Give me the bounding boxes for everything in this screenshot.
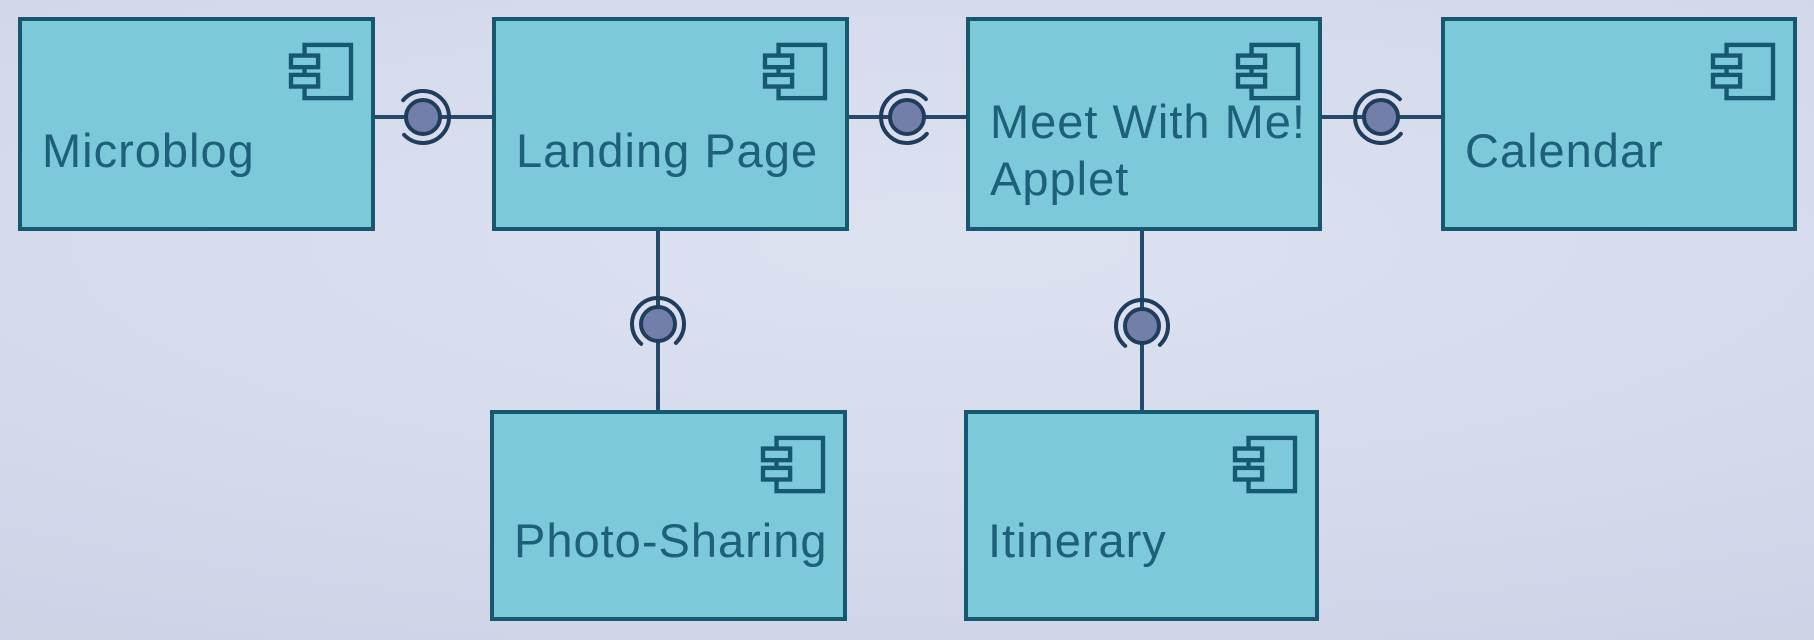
uml-component-icon bbox=[762, 42, 828, 101]
component-meet-with-me-applet[interactable]: Meet With Me! Applet bbox=[966, 17, 1322, 231]
component-calendar[interactable]: Calendar bbox=[1441, 17, 1797, 231]
component-photo-sharing[interactable]: Photo-Sharing bbox=[490, 410, 847, 621]
uml-component-icon bbox=[288, 42, 354, 101]
interface-ball-socket-landingpage-photosharing bbox=[630, 296, 686, 352]
component-label: Itinerary bbox=[988, 513, 1167, 567]
component-label: Landing Page bbox=[516, 123, 819, 177]
component-itinerary[interactable]: Itinerary bbox=[964, 410, 1319, 621]
uml-component-icon bbox=[1232, 435, 1298, 494]
component-label: Microblog bbox=[42, 123, 255, 177]
component-microblog[interactable]: Microblog bbox=[18, 17, 375, 231]
component-label: Photo-Sharing bbox=[514, 513, 828, 567]
component-label: Meet With Me! Applet bbox=[990, 95, 1306, 205]
uml-component-icon bbox=[760, 435, 826, 494]
interface-ball-socket-microblog-landingpage bbox=[395, 89, 451, 145]
interface-ball-socket-meetwithme-itinerary bbox=[1114, 298, 1170, 354]
interface-ball-socket-landingpage-meetwithme bbox=[879, 89, 935, 145]
uml-component-icon bbox=[1710, 42, 1776, 101]
component-label: Calendar bbox=[1465, 123, 1664, 177]
interface-ball-socket-meetwithme-calendar bbox=[1353, 89, 1409, 145]
component-landing-page[interactable]: Landing Page bbox=[492, 17, 849, 231]
uml-component-icon bbox=[1235, 42, 1301, 101]
